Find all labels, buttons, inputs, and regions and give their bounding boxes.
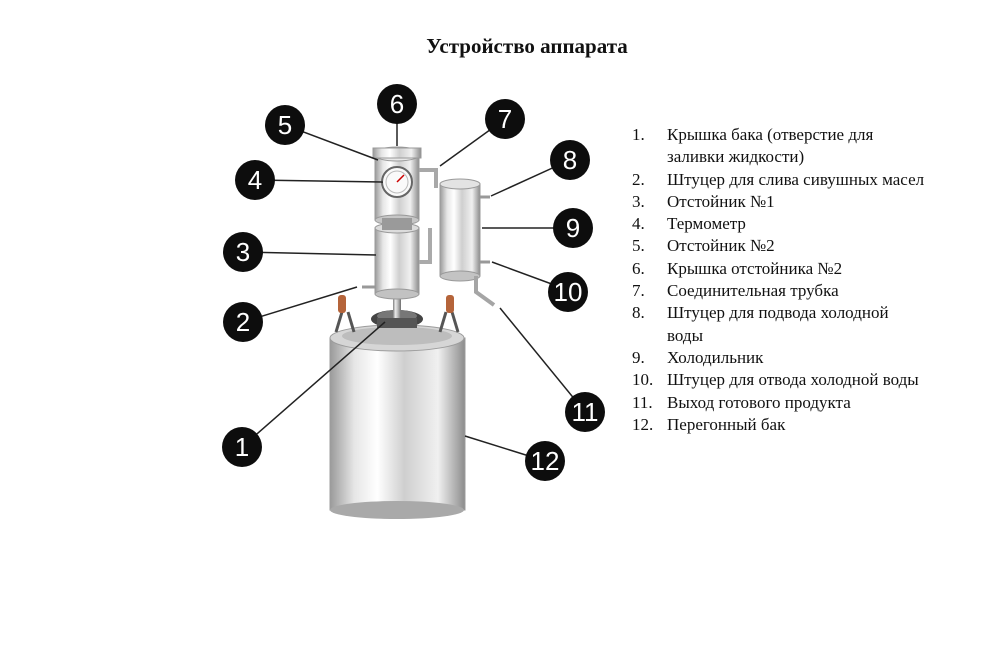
badge-3: 3 [223,232,263,272]
badge-5: 5 [265,105,305,145]
tank-handles [334,295,460,333]
distillation-tank [329,324,466,519]
legend-text: Термометр [667,214,746,234]
legend-item: 5. Отстойник №2 [632,235,927,257]
svg-text:1: 1 [235,432,249,462]
svg-text:6: 6 [390,89,404,119]
legend-list: 1. Крышка бака (отверстие для заливки жид… [632,124,927,436]
badge-10: 10 [548,272,588,312]
legend-text: Холодильник [667,347,764,367]
thermometer [381,166,413,198]
legend-number: 2. [632,169,645,189]
badge-4: 4 [235,160,275,200]
legend-item: 3. Отстойник №1 [632,191,927,213]
svg-text:2: 2 [236,307,250,337]
diagram-title: Устройство аппарата [426,34,628,58]
svg-text:12: 12 [531,446,560,476]
legend-item: 8. Штуцер для подвода холодной воды [632,302,927,347]
svg-text:8: 8 [563,145,577,175]
legend-text: Штуцер для слива сивушных масел [667,169,925,189]
condenser [439,178,496,307]
apparatus [329,146,496,519]
legend-number: 10. [632,370,654,390]
number-badges: 1 2 3 4 5 6 7 8 9 10 11 12 [222,84,605,481]
leader-line-3 [242,251,377,256]
svg-text:9: 9 [566,213,580,243]
legend-text: Соединительная трубка [667,281,839,301]
legend-text: Выход готового продукта [667,392,851,412]
distiller-diagram: 1 2 3 4 5 6 7 8 9 10 11 12 [222,84,605,519]
svg-text:11: 11 [572,397,599,427]
leader-line-11 [499,307,586,413]
legend-number: 12. [632,414,654,434]
legend-text: Отстойник №1 [667,191,775,211]
badge-2: 2 [223,302,263,342]
legend-item: 2. Штуцер для слива сивушных масел [632,169,927,191]
legend-number: 6. [632,258,645,278]
legend-item: 10. Штуцер для отвода холодной воды [632,369,927,391]
legend-number: 5. [632,236,645,256]
svg-text:7: 7 [498,104,512,134]
connecting-tube [419,168,438,188]
legend-item: 7. Соединительная трубка [632,280,927,302]
legend-number: 11. [632,392,653,412]
leader-line-1 [241,321,386,448]
badge-11: 11 [565,392,605,432]
badge-9: 9 [553,208,593,248]
svg-text:10: 10 [554,277,583,307]
svg-text:3: 3 [236,237,250,267]
legend-number: 9. [632,347,645,367]
legend-text: Крышка бака (отверстие для заливки жидко… [667,125,874,167]
legend-number: 4. [632,214,645,234]
badge-6: 6 [377,84,417,124]
leader-line-4 [254,179,384,183]
legend-text: Отстойник №2 [667,236,775,256]
legend-item: 6. Крышка отстойника №2 [632,258,927,280]
badge-12: 12 [525,441,565,481]
legend-text: Перегонный бак [667,414,786,434]
legend-number: 1. [632,125,645,144]
settler-2-cap [372,146,422,162]
svg-text:4: 4 [248,165,262,195]
legend-item: 12. Перегонный бак [632,414,927,436]
legend-item: 9. Холодильник [632,347,927,369]
legend-number: 8. [632,303,645,323]
badge-1: 1 [222,427,262,467]
legend-item: 4. Термометр [632,213,927,235]
badge-7: 7 [485,99,525,139]
legend-item: 1. Крышка бака (отверстие для заливки жид… [632,124,927,169]
legend-number: 3. [632,191,645,211]
legend-item: 11. Выход готового продукта [632,392,927,414]
svg-text:5: 5 [278,110,292,140]
legend-number: 7. [632,281,645,301]
legend-text: Штуцер для отвода холодной воды [667,370,919,390]
badge-8: 8 [550,140,590,180]
legend-text: Крышка отстойника №2 [667,258,843,278]
legend-text: Штуцер для подвода холодной воды [667,303,889,345]
settler-1 [362,222,432,300]
